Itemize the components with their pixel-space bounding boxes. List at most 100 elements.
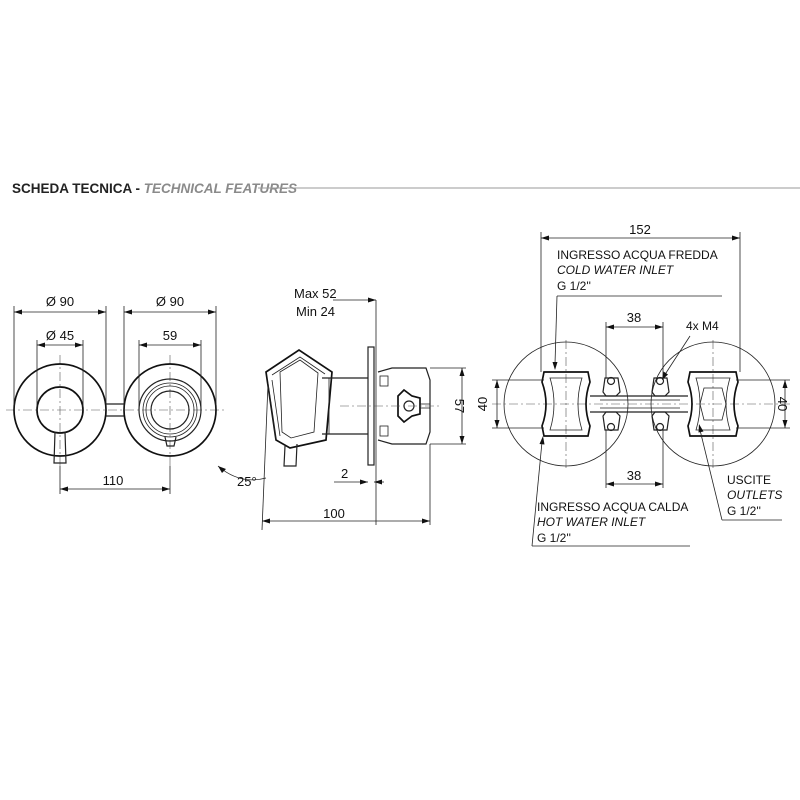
dim-angle: 25° — [237, 474, 257, 489]
cap-face — [279, 359, 319, 439]
dim-depth-min: Min 24 — [296, 304, 335, 319]
arrow — [14, 309, 22, 315]
hot-inlet-label-en: HOT WATER INLET — [537, 515, 647, 529]
arrow — [782, 420, 788, 428]
cartridge-ring-2 — [145, 385, 195, 435]
screw-hole — [606, 422, 616, 432]
cold-inlet-label-it: INGRESSO ACQUA FREDDA — [557, 248, 718, 262]
mount-bracket-top-right — [651, 377, 670, 397]
hot-inlet-thread: G 1/2'' — [537, 531, 571, 545]
svg-text:SCHEDA TECNICA - TECHNICAL FEA: SCHEDA TECNICA - TECHNICAL FEATURES — [12, 181, 297, 196]
arrow — [655, 324, 663, 330]
arrow — [208, 309, 216, 315]
hot-valve-inner — [695, 377, 731, 431]
cold-valve-housing — [541, 371, 591, 437]
cartridge-key — [164, 436, 177, 447]
outlet-thread: G 1/2'' — [727, 504, 761, 518]
arrow — [494, 420, 500, 428]
dim-dia-handle: Ø 45 — [46, 328, 74, 343]
cold-inlet-leader — [554, 295, 558, 365]
hot-valve-housing — [687, 371, 739, 437]
dim-dia-left: Ø 90 — [46, 294, 74, 309]
cap-edge — [271, 356, 326, 376]
dim-width: 152 — [629, 222, 651, 237]
arrow — [539, 436, 545, 445]
cold-plate-outline — [503, 341, 629, 467]
mount-bracket-top-left — [602, 377, 621, 397]
body-view: 152 INGRESSO ACQUA FREDDA COLD WATER INL… — [475, 222, 790, 547]
arrow — [782, 380, 788, 388]
arrow — [552, 362, 558, 370]
angle-ref-line — [261, 383, 269, 531]
arrow — [459, 436, 465, 444]
arrow — [374, 479, 382, 485]
mount-bracket-bottom-left — [602, 411, 621, 431]
spindle-body — [322, 377, 368, 435]
arrow — [655, 481, 663, 487]
dim-depth-max: Max 52 — [294, 286, 337, 301]
hot-valve-core — [699, 387, 727, 421]
outlet-label-en: OUTLETS — [727, 488, 782, 502]
cap-chamfer — [267, 379, 281, 441]
screw-note: 4x M4 — [686, 319, 719, 333]
connecting-pipe — [590, 395, 688, 413]
hot-plate-outline — [650, 341, 776, 467]
valve-fitting-bottom — [379, 425, 389, 437]
arrow — [368, 297, 376, 303]
arrow — [60, 486, 68, 492]
dim-thickness: 2 — [341, 466, 348, 481]
arrow — [98, 309, 106, 315]
arrow — [360, 479, 368, 485]
dim-height: 57 — [452, 399, 467, 413]
valve-connector — [397, 388, 421, 424]
dim-height-right: 40 — [775, 397, 790, 411]
screw-hole — [655, 422, 665, 432]
lever-tab — [53, 431, 67, 464]
arrow — [162, 486, 170, 492]
cold-inlet-thread: G 1/2'' — [557, 279, 591, 293]
arrow — [193, 342, 201, 348]
dim-height-left: 40 — [475, 397, 490, 411]
arrow — [459, 368, 465, 376]
arrow — [75, 342, 83, 348]
arrow — [698, 424, 704, 433]
arrow — [139, 342, 147, 348]
screw-hole — [606, 376, 616, 386]
mount-bracket-bottom-right — [651, 411, 670, 431]
front-view: Ø 90 Ø 45 Ø 90 59 110 — [6, 294, 226, 494]
hot-inlet-leader — [531, 441, 543, 547]
sheet-subtitle: TECHNICAL FEATURES — [144, 181, 297, 196]
sheet-header: SCHEDA TECNICA - TECHNICAL FEATURES — [12, 181, 800, 196]
cartridge-core — [150, 390, 190, 430]
cold-valve-inner — [549, 377, 583, 431]
arrow — [606, 324, 614, 330]
cartridge-ring-1 — [142, 382, 198, 438]
arrow — [494, 380, 500, 388]
handle-cap — [265, 348, 333, 449]
dim-spacing: 110 — [103, 473, 124, 488]
arrow — [262, 518, 270, 524]
hot-inlet-label-it: INGRESSO ACQUA CALDA — [537, 500, 688, 514]
arrow — [662, 371, 668, 380]
arrow — [732, 235, 740, 241]
screw-hole — [655, 376, 665, 386]
sheet-title: SCHEDA TECNICA — [12, 181, 133, 196]
lever-tab-side — [283, 443, 298, 467]
arrow — [124, 309, 132, 315]
connecting-pipe-inner — [600, 399, 680, 409]
dim-dia-right: Ø 90 — [156, 294, 184, 309]
dim-inner-right: 59 — [163, 328, 177, 343]
arrow — [218, 466, 226, 473]
dim-bottom-spacing: 38 — [627, 468, 641, 483]
outlet-leader — [699, 429, 723, 521]
outlet-label-it: USCITE — [727, 473, 771, 487]
dim-length: 100 — [323, 506, 345, 521]
side-view: Max 52 Min 24 57 25° 2 100 — [217, 286, 467, 531]
screw-leader — [663, 335, 691, 377]
arrow — [541, 235, 549, 241]
cold-inlet-label-en: COLD WATER INLET — [557, 263, 675, 277]
dim-top-spacing: 38 — [627, 310, 641, 325]
valve-fitting-top — [379, 375, 389, 387]
arrow — [422, 518, 430, 524]
arrow — [37, 342, 45, 348]
